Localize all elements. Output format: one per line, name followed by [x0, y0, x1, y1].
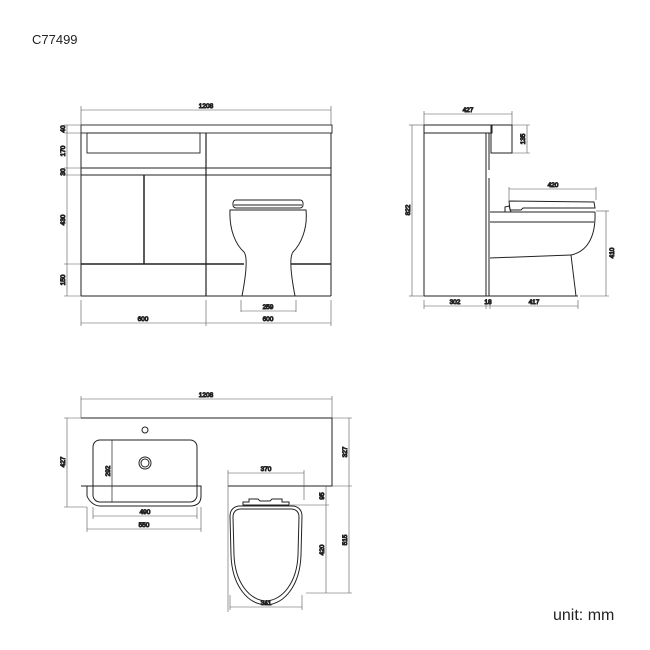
dim-right-width: 600: [263, 316, 274, 323]
toilet-front-icon: [229, 199, 307, 297]
top-view: 1208 427 327 292 490 550 370 95 420 515 …: [60, 392, 352, 612]
dim-pan-total: 515: [342, 534, 349, 545]
dim-basin-depth: 292: [105, 465, 112, 476]
dim-door: 430: [60, 214, 67, 225]
dim-counter-thickness: 40: [60, 125, 67, 133]
dim-seat-length: 420: [548, 182, 559, 189]
dim-overall-width: 1208: [199, 103, 214, 110]
dim-panel-thickness: 18: [484, 299, 492, 306]
dim-top-width: 1208: [199, 392, 214, 399]
front-view: 1208 600 600 259 40 170 30 430 150: [60, 103, 333, 326]
dim-pan-height: 410: [609, 247, 616, 258]
dim-pan-projection: 417: [529, 299, 540, 306]
dim-seat-width: 341: [261, 600, 272, 607]
dim-top-depth: 427: [60, 456, 67, 467]
dim-left-width: 600: [138, 316, 149, 323]
dim-overall-depth: 427: [463, 107, 474, 114]
dim-basin-panel: 170: [60, 145, 67, 156]
toilet-top-icon: [227, 486, 305, 612]
product-code: C77499: [32, 32, 78, 47]
toilet-side-icon: [489, 200, 596, 297]
side-view: 427 135 822 420 410 302 18 417: [405, 107, 617, 309]
dim-cistern-depth: 95: [319, 492, 326, 500]
dim-cabinet-depth: 302: [450, 299, 461, 306]
dim-right-counter-depth: 327: [342, 446, 349, 457]
dim-toilet-base: 259: [263, 304, 274, 311]
dim-rail: 30: [60, 168, 67, 176]
dim-overall-height: 822: [405, 204, 412, 215]
dim-basin-inner: 490: [140, 509, 151, 516]
dim-seat-length-top: 420: [319, 544, 326, 555]
dim-pan-width: 370: [261, 466, 272, 473]
dim-plinth: 150: [60, 274, 67, 285]
dim-basin-outer: 550: [139, 522, 150, 529]
drain-icon: [138, 456, 152, 470]
tap-hole-icon: [141, 426, 149, 434]
dim-cistern-height: 135: [520, 133, 527, 144]
unit-label: unit: mm: [553, 607, 615, 624]
